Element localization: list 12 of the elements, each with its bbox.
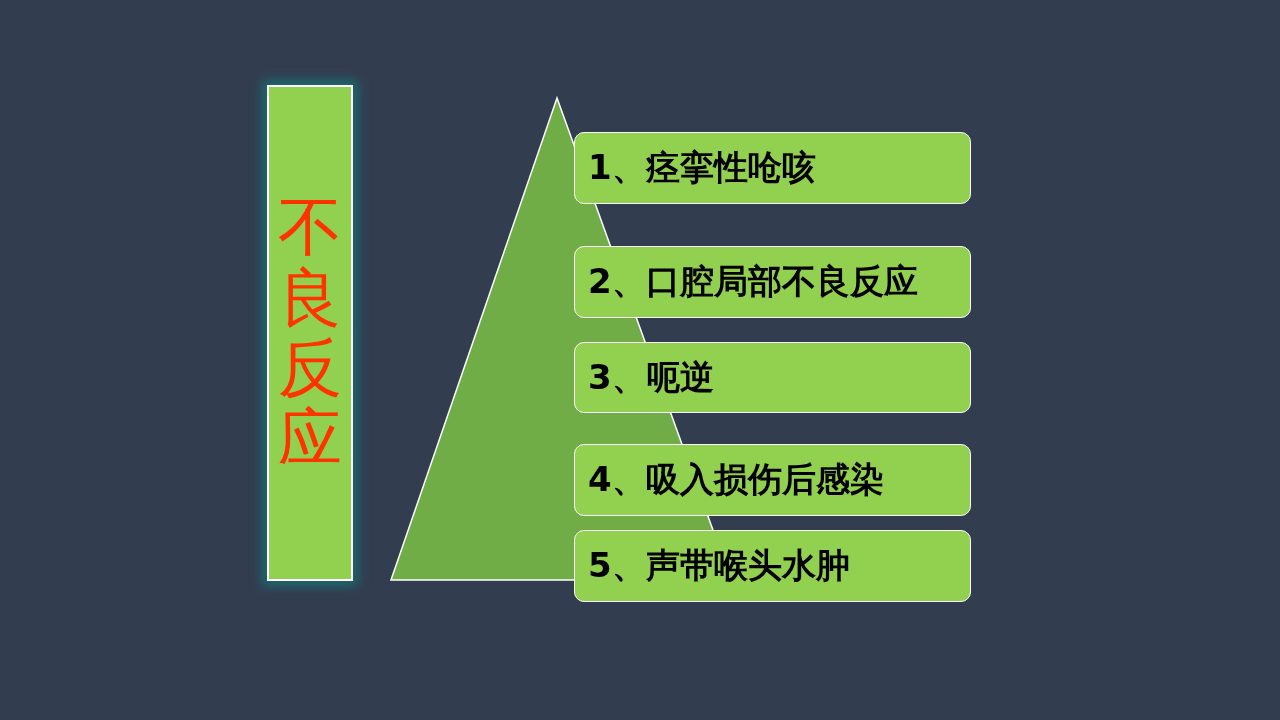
side-panel: [267, 85, 353, 581]
item-text: 2、口腔局部不良反应: [588, 260, 918, 303]
item-text: 1、痉挛性呛咳: [588, 146, 816, 189]
item-card: [574, 342, 971, 413]
item-text: 4、吸入损伤后感染: [588, 458, 884, 501]
item-card: [574, 530, 971, 602]
item-text: 5、声带喉头水肿: [588, 544, 850, 587]
item-text: 3、呃逆: [588, 355, 714, 399]
item-card: [574, 444, 971, 516]
vertical-heading: 不良反应: [278, 192, 342, 474]
item-card: [574, 132, 971, 204]
item-card: [574, 246, 971, 318]
